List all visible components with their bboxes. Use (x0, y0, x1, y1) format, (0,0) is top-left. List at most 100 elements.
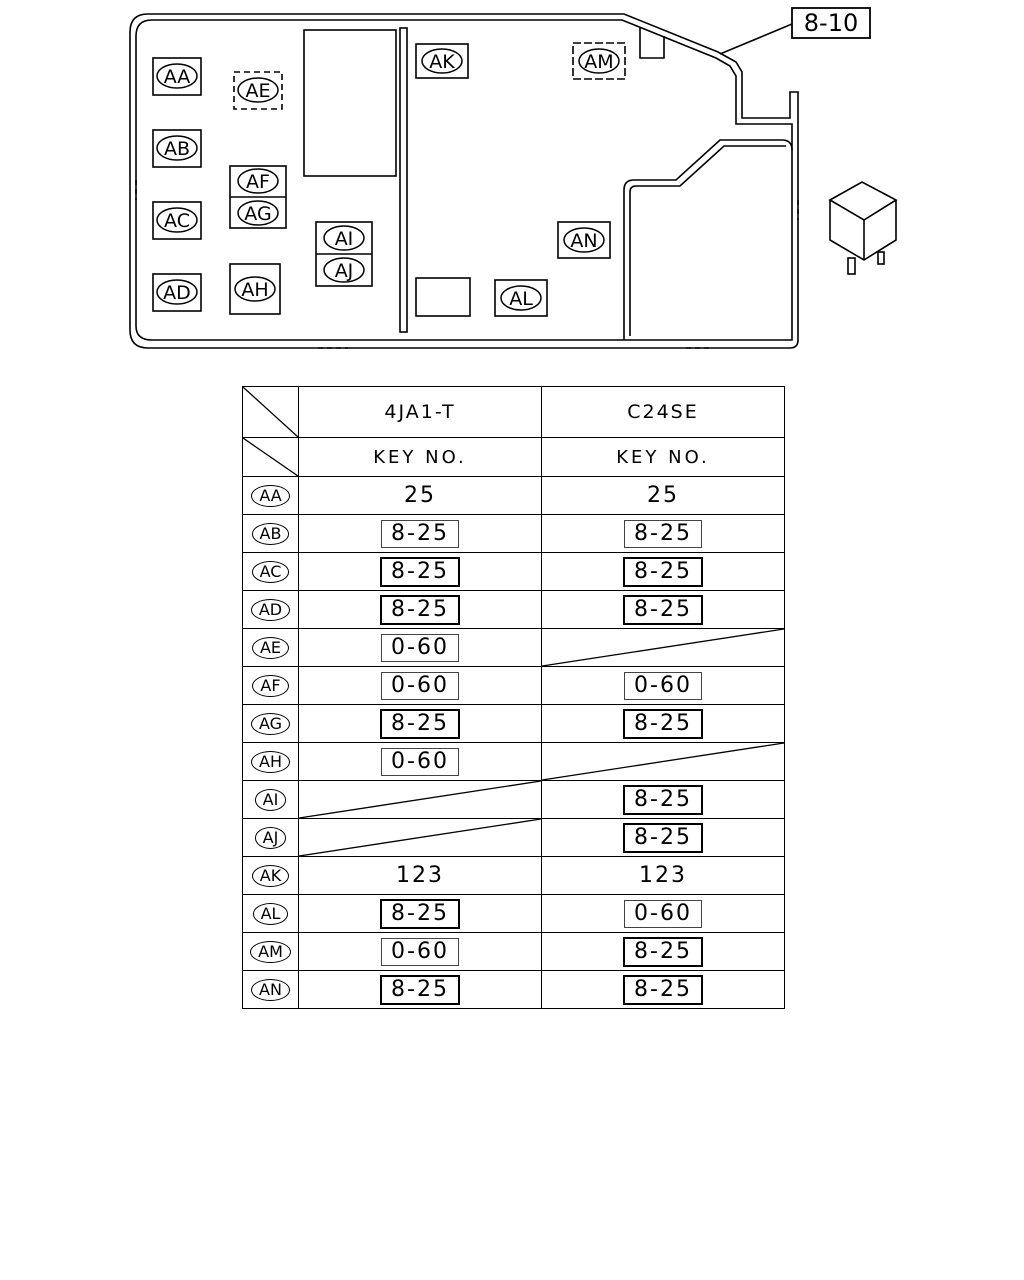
label-aj: AJ (335, 260, 354, 282)
slot-ac (152, 201, 202, 240)
label-ac: AC (164, 210, 190, 232)
key-number: 123 (396, 863, 444, 888)
key-number-ref-box: 8-25 (623, 594, 703, 625)
reference-label: 8-10 (804, 9, 858, 37)
row-id-label: AD (250, 598, 291, 621)
key-cell-4ja1t: 8-25 (298, 894, 542, 933)
row-id-label: AH (251, 750, 290, 773)
row-id-cell: AB (242, 514, 299, 553)
subheader-key-no: KEY NO. (298, 437, 542, 477)
label-oval-an (563, 227, 605, 253)
label-oval-ab (156, 135, 198, 161)
not-applicable-slash (542, 743, 784, 780)
row-id-cell: AN (242, 970, 299, 1009)
slot-ab (152, 129, 202, 168)
key-cell-4ja1t: 0-60 (298, 666, 542, 705)
table-row: AL 8-25 0-60 (242, 894, 785, 933)
key-cell-c24se: 8-25 (541, 552, 785, 591)
label-oval-af (237, 168, 279, 194)
label-am: AM (584, 51, 613, 73)
table-row: AM 0-60 8-25 (242, 932, 785, 971)
label-ab: AB (164, 138, 190, 160)
row-id-label: AE (251, 636, 290, 659)
label-ad: AD (163, 282, 191, 304)
slot-ah (229, 263, 281, 315)
corner-cell-2 (242, 437, 299, 477)
key-cell-c24se: 0-60 (541, 894, 785, 933)
key-number-ref-box: 0-60 (381, 633, 459, 662)
relay-icon (828, 181, 898, 275)
row-id-cell: AC (242, 552, 299, 591)
row-id-label: AM (250, 940, 291, 963)
key-cell-c24se: 8-25 (541, 818, 785, 857)
row-id-cell: AE (242, 628, 299, 667)
row-id-label: AL (252, 902, 289, 925)
row-id-label: AC (251, 560, 290, 583)
key-number-ref-box: 8-25 (380, 708, 460, 739)
slot-al (494, 279, 548, 317)
key-number-ref-box: 8-25 (381, 519, 459, 548)
row-id-label: AF (252, 674, 289, 697)
table-row: AE 0-60 (242, 628, 785, 667)
row-id-cell: AH (242, 742, 299, 781)
key-number-ref-box: 8-25 (623, 936, 703, 967)
slot-aa (152, 57, 202, 96)
label-ah: AH (241, 279, 268, 301)
label-oval-ag (237, 200, 279, 226)
key-number-ref-box: 8-25 (623, 556, 703, 587)
label-oval-aj (323, 257, 365, 283)
key-cell-4ja1t: 8-25 (298, 970, 542, 1009)
key-cell-c24se: 8-25 (541, 704, 785, 743)
slot-ak (415, 43, 469, 79)
key-cell-4ja1t: 123 (298, 856, 542, 895)
key-cell-c24se: 0-60 (541, 666, 785, 705)
row-id-label: AB (251, 522, 290, 545)
module-block (303, 29, 397, 177)
key-cell-c24se: 8-25 (541, 514, 785, 553)
key-cell-c24se: 123 (541, 856, 785, 895)
key-cell-c24se (541, 628, 785, 667)
not-applicable-slash (299, 819, 541, 856)
row-id-label: AK (251, 864, 290, 887)
slot-ad (152, 273, 202, 312)
blank-slot (415, 277, 471, 317)
key-number-ref-box: 8-25 (623, 708, 703, 739)
label-oval-ah (234, 276, 276, 302)
right-compartment-inner (629, 145, 786, 336)
label-oval-am (578, 48, 620, 74)
key-number-ref-box: 8-25 (380, 974, 460, 1005)
key-cell-c24se: 8-25 (541, 970, 785, 1009)
key-number-ref-box: 8-25 (624, 519, 702, 548)
label-ai: AI (335, 228, 354, 250)
subheader-key-no: KEY NO. (541, 437, 785, 477)
label-ak: AK (429, 51, 455, 73)
label-oval-al (500, 285, 542, 311)
reference-leader (719, 23, 793, 55)
key-number-ref-box: 8-25 (380, 594, 460, 625)
key-cell-c24se: 8-25 (541, 932, 785, 971)
key-cell-4ja1t (298, 818, 542, 857)
key-cell-4ja1t: 8-25 (298, 704, 542, 743)
key-number: 123 (639, 863, 687, 888)
table-row: AD 8-25 8-25 (242, 590, 785, 629)
row-id-cell: AA (242, 476, 299, 515)
label-ag: AG (244, 203, 271, 225)
row-id-cell: AJ (242, 818, 299, 857)
key-number-ref-box: 0-60 (381, 937, 459, 966)
row-id-label: AJ (254, 826, 287, 849)
slot-ae (233, 71, 283, 110)
key-number-ref-box: 0-60 (624, 899, 702, 928)
row-id-label: AN (251, 978, 290, 1001)
row-id-cell: AF (242, 666, 299, 705)
label-oval-ae (237, 77, 279, 103)
label-oval-ac (156, 207, 198, 233)
row-id-cell: AK (242, 856, 299, 895)
row-id-cell: AD (242, 590, 299, 629)
key-number-ref-box: 0-60 (624, 671, 702, 700)
key-cell-c24se: 8-25 (541, 780, 785, 819)
key-number-ref-box: 0-60 (381, 671, 459, 700)
